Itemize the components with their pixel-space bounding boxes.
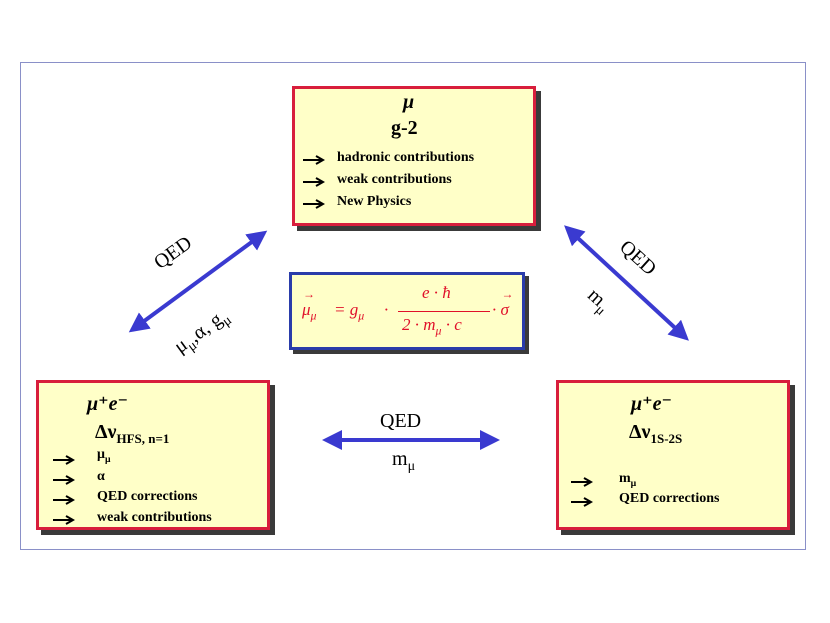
box-subtitle: g-2 [391,117,418,139]
muonium-1s2s-box: μ⁺e⁻ Δν1S-2S mμ QED corrections [556,380,790,530]
box-item: weak contributions [97,510,212,525]
right-arrow-icon [303,177,325,187]
formula-denominator: 2 · mμ · c [402,315,462,338]
right-arrow-icon [53,475,75,485]
bottom-link-qed-label: QED [380,410,422,432]
box-item: QED corrections [97,489,198,504]
formula-lhs: →μμ [302,287,317,323]
formula-box: →μμ = gμ · e · ħ 2 · mμ · c · →σ [289,272,525,350]
fraction-line [398,311,490,312]
box-title: μ⁺e⁻ [631,393,673,415]
muonium-hfs-box: μ⁺e⁻ ΔνHFS, n=1 μμ α QED corrections wea… [36,380,270,530]
box-item: weak contributions [337,172,452,187]
box-item: mμ [619,471,637,489]
right-arrow-icon [571,477,593,487]
right-arrow-icon [53,515,75,525]
right-arrow-icon [53,455,75,465]
box-title: μ⁺e⁻ [87,393,129,415]
box-subtitle: ΔνHFS, n=1 [95,421,170,446]
box-item: α [97,469,105,484]
box-item: New Physics [337,194,412,209]
diagram-frame [20,62,806,550]
bottom-link-param-label: mμ [392,448,416,474]
right-arrow-icon [303,155,325,165]
right-arrow-icon [53,495,75,505]
box-item: μμ [97,447,111,465]
box-subtitle: Δν1S-2S [629,421,683,446]
formula-dot: · [384,300,389,319]
right-link-arrow [564,225,689,341]
box-item: QED corrections [619,491,720,506]
formula-numerator: e · ħ [422,283,451,302]
left-link-arrow [128,230,268,333]
muon-g2-box: μ g-2 hadronic contributions weak contri… [292,86,536,226]
box-item: hadronic contributions [337,150,475,165]
right-arrow-icon [303,199,325,209]
formula-g: = gμ [334,300,365,323]
formula-tail: · →σ [492,287,514,319]
magnetic-moment-formula: →μμ = gμ · e · ħ 2 · mμ · c · →σ [292,275,522,347]
right-arrow-icon [571,497,593,507]
box-title: μ [403,91,415,113]
